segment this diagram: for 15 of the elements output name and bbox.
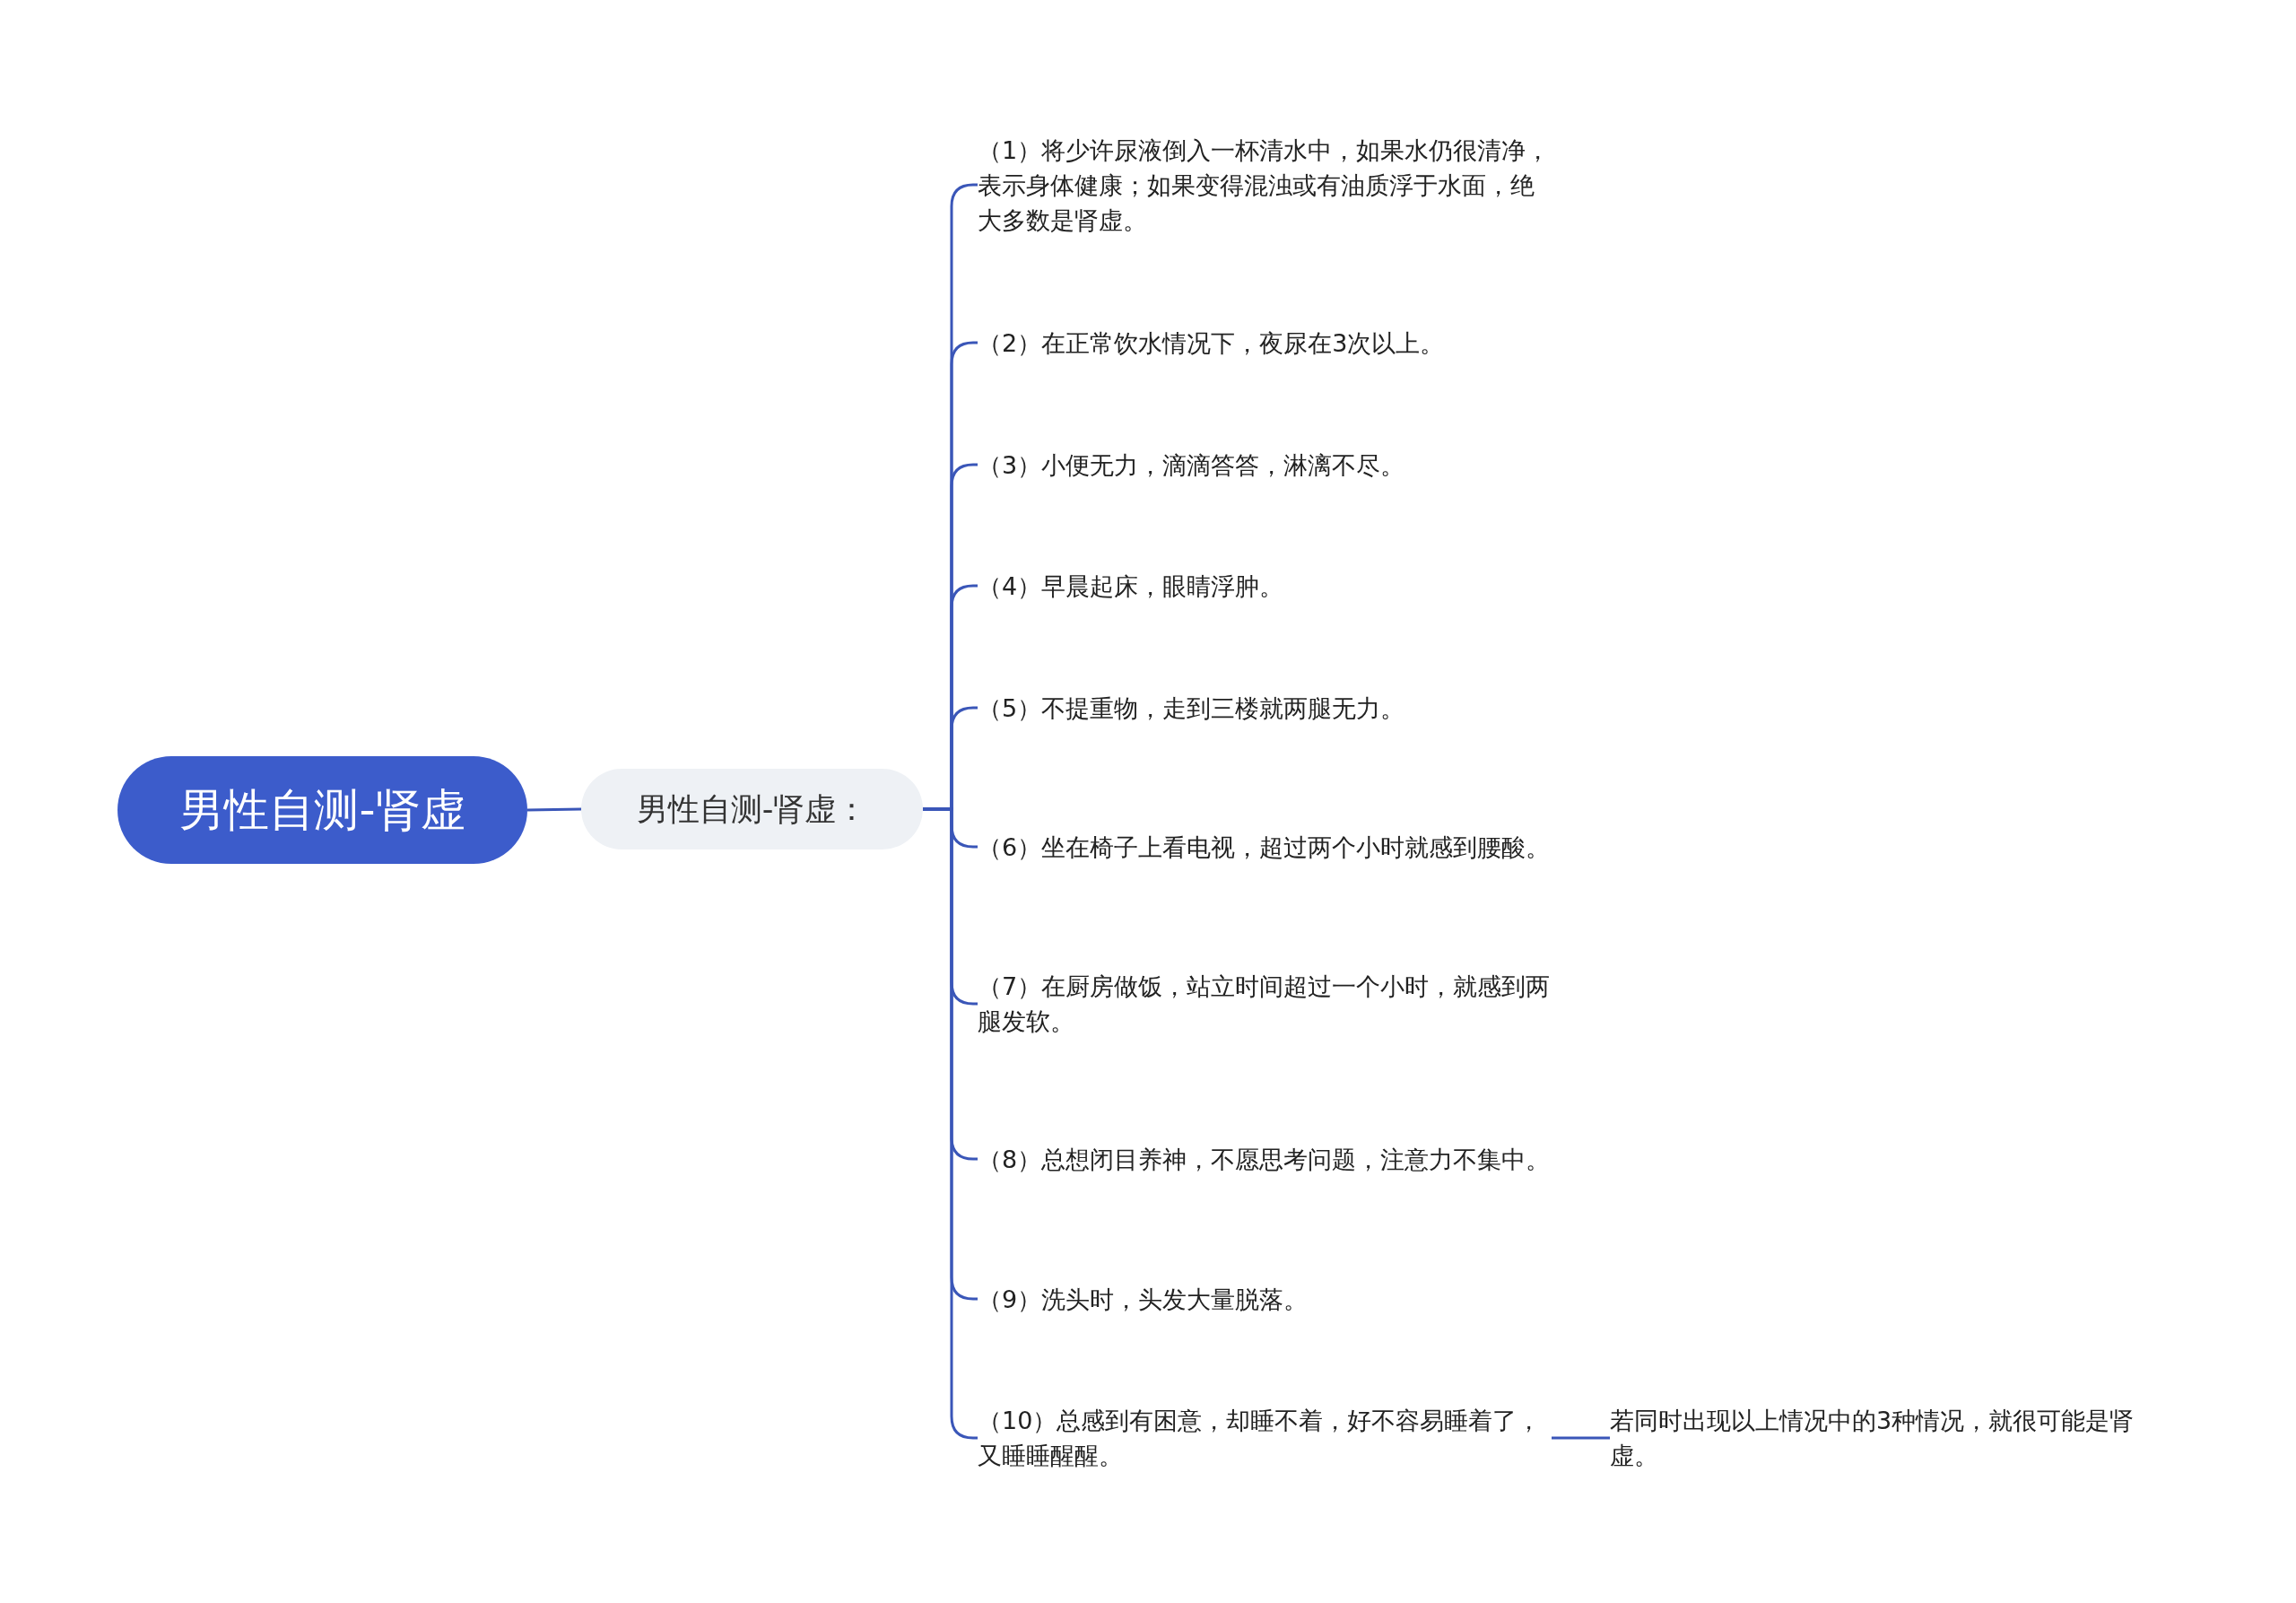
topic-text: （7）在厨房做饭，站立时间超过一个小时，就感到两腿发软。	[978, 969, 1552, 1039]
connector-line	[1552, 1436, 1610, 1440]
topic-text: （10）总感到有困意，却睡不着，好不容易睡着了，又睡睡醒醒。	[978, 1403, 1552, 1473]
topic-text: （5）不提重物，走到三楼就两腿无力。	[978, 690, 1552, 726]
topic-text: （3）小便无力，滴滴答答，淋漓不尽。	[978, 447, 1552, 483]
central-topic: 男性自测-肾虚	[117, 756, 527, 864]
topic-text: （6）坐在椅子上看电视，超过两个小时就感到腰酸。	[978, 829, 1552, 865]
topic-text: （2）在正常饮水情况下，夜尿在3次以上。	[978, 325, 1552, 361]
topic-box: 男性自测-肾虚：	[581, 769, 923, 849]
topic-text: 若同时出现以上情况中的3种情况，就很可能是肾虚。	[1610, 1403, 2166, 1473]
topic-text: （4）早晨起床，眼睛浮肿。	[978, 568, 1552, 604]
topic-text: （1）将少许尿液倒入一杯清水中，如果水仍很清净，表示身体健康；如果变得混浊或有油质浮于水面，绝大多数是肾虚。	[978, 132, 1552, 238]
connector-line	[526, 807, 582, 812]
topic-text: （9）洗头时，头发大量脱落。	[978, 1281, 1552, 1317]
topic-text: （8）总想闭目养神，不愿思考问题，注意力不集中。	[978, 1141, 1552, 1177]
